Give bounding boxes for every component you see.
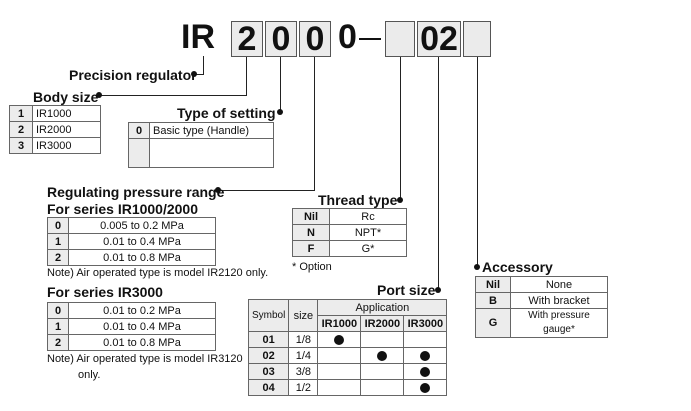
type-of-setting-label: Type of setting xyxy=(177,105,276,121)
series-b-label: For series IR3000 xyxy=(47,284,163,300)
thread-type-label: Thread type xyxy=(318,192,398,208)
application-dot xyxy=(420,350,431,361)
accessory-label: Accessory xyxy=(482,259,553,275)
code-box-accessory xyxy=(463,21,491,57)
code-fixed-digit: 0 xyxy=(338,18,357,56)
thread-option-note: * Option xyxy=(292,261,332,273)
port-col-symbol: Symbol xyxy=(247,299,290,332)
port-size-table: Symbol size Application IR1000 IR2000 IR… xyxy=(247,299,448,396)
code-dash xyxy=(359,38,381,40)
port-model-3: IR3000 xyxy=(403,315,448,332)
code-box-pressure-range: 0 xyxy=(299,21,331,57)
code-box-port-size: 02 xyxy=(417,21,461,57)
application-dot xyxy=(377,350,388,361)
series-b-note-line2: only. xyxy=(78,369,101,381)
series-a-label: For series IR1000/2000 xyxy=(47,201,198,217)
code-box-body-size: 2 xyxy=(231,21,263,57)
application-dot xyxy=(420,382,431,393)
model-prefix: IR xyxy=(181,18,215,56)
port-col-application: Application xyxy=(317,299,448,316)
code-box-thread-type xyxy=(385,21,415,57)
port-size-label: Port size xyxy=(377,282,436,298)
series-a-note: Note) Air operated type is model IR2120 … xyxy=(47,267,269,279)
series-b-note-line1: Note) Air operated type is model IR3120 xyxy=(47,353,243,365)
precision-regulator-label: Precision regulator xyxy=(69,67,197,83)
regulating-pressure-label: Regulating pressure range xyxy=(47,184,225,200)
port-model-2: IR2000 xyxy=(360,315,405,332)
application-dot xyxy=(334,334,345,345)
body-size-label: Body size xyxy=(33,89,99,105)
port-col-size: size xyxy=(288,299,319,332)
code-box-setting-type: 0 xyxy=(265,21,297,57)
port-model-1: IR1000 xyxy=(317,315,362,332)
application-dot xyxy=(420,366,431,377)
